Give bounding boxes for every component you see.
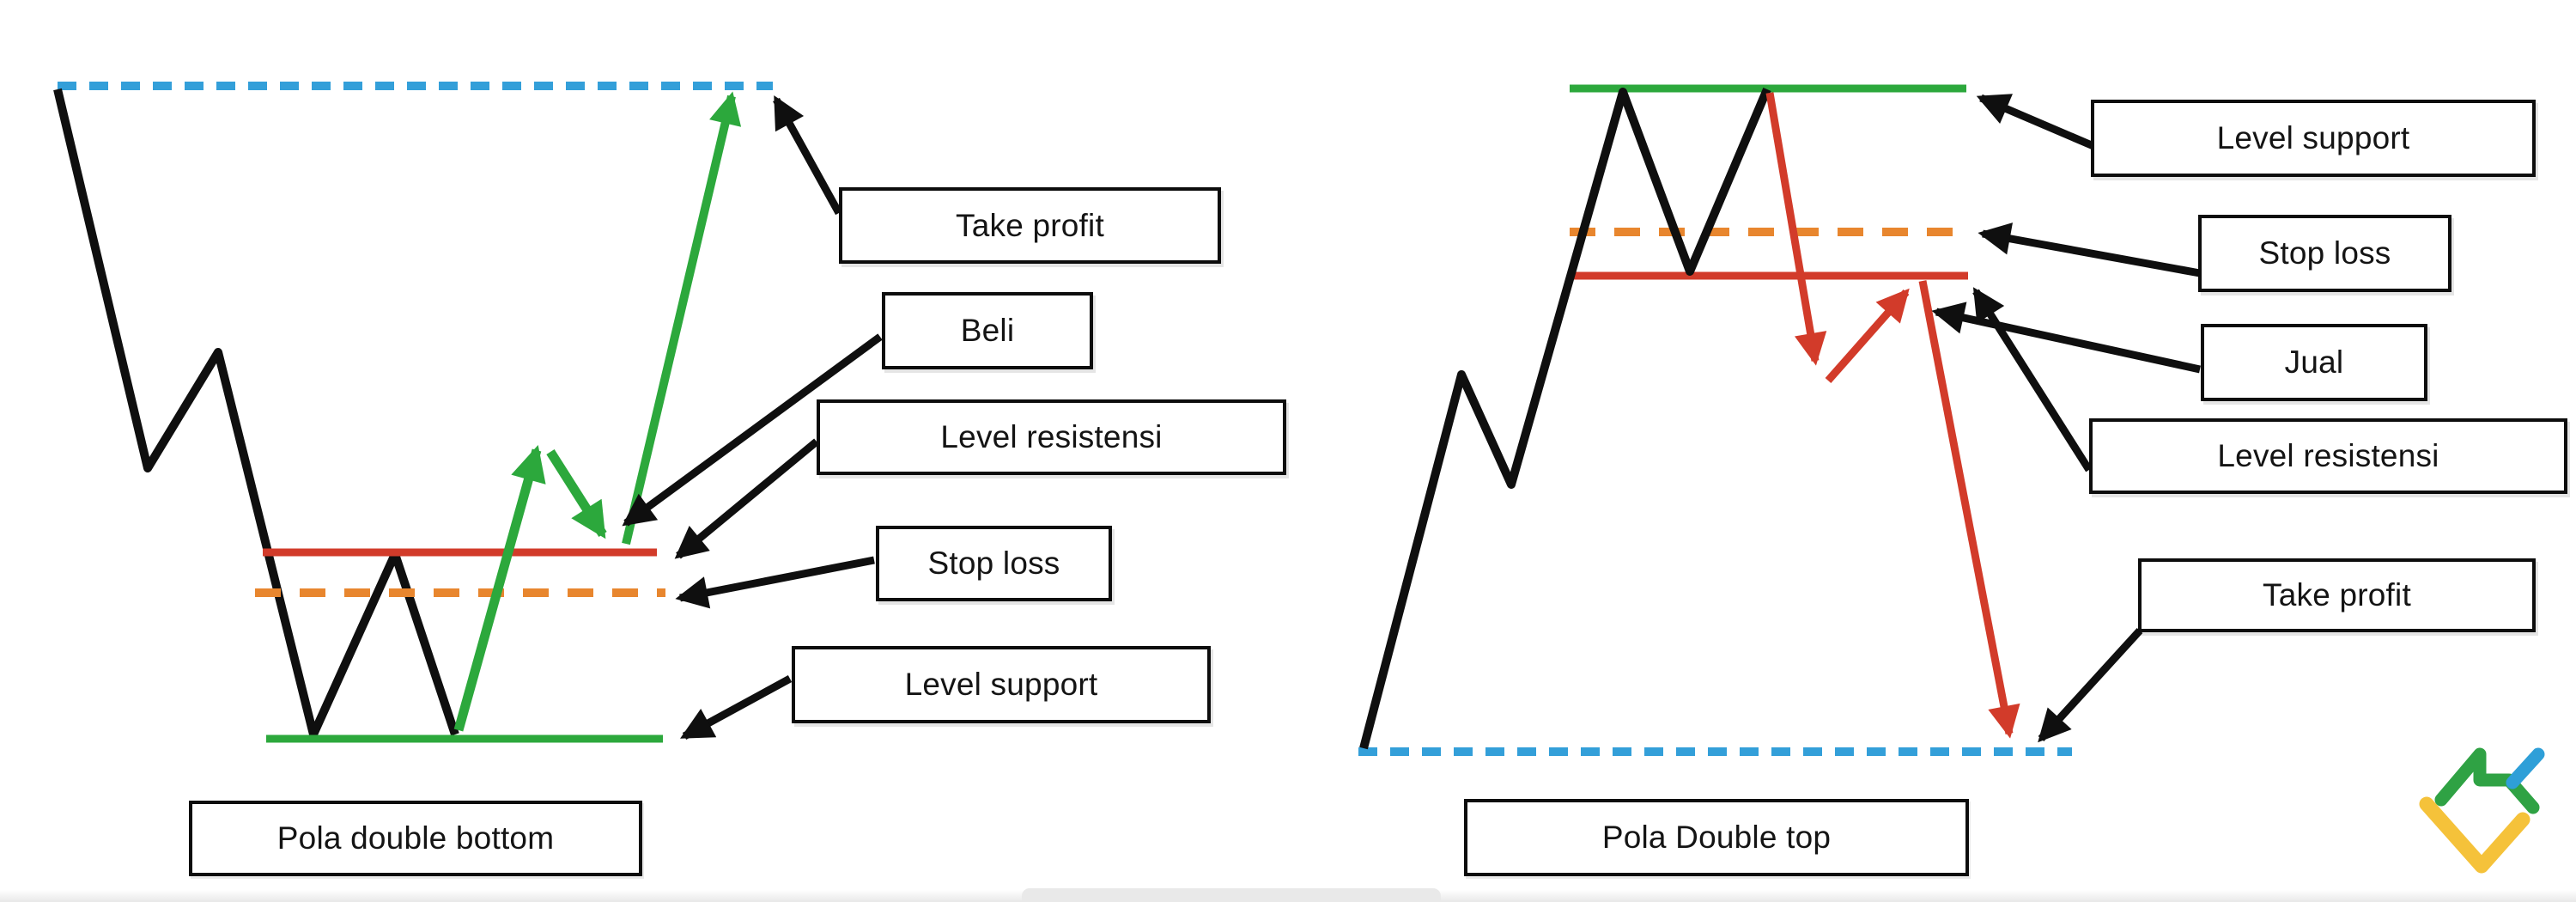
right-jual-label-box: Jual <box>2201 324 2427 401</box>
left-level-resistensi-label-box: Level resistensi <box>817 399 1286 475</box>
logo-green-zigzag <box>2434 747 2540 814</box>
right-support-pointer-arrow <box>1976 94 2095 150</box>
right-take-profit-label-box: Take profit <box>2138 558 2536 632</box>
left-take-profit-label-box: Take profit <box>839 187 1221 264</box>
left-beli-pointer-arrow <box>622 333 883 527</box>
left-rally-to-target-arrow <box>622 91 742 545</box>
right-price-path <box>1359 88 1771 750</box>
right-stop-loss-pointer-arrow <box>1978 222 2201 277</box>
left-level-support-label-box: Level support <box>792 646 1211 723</box>
right-retest-up-arrow <box>1825 288 1910 383</box>
left-retest-down-arrow <box>546 449 607 539</box>
right-stop-loss-label-box: Stop loss <box>2198 215 2451 292</box>
right-diagram-title: Pola Double top <box>1464 799 1969 876</box>
left-stop-loss-pointer-arrow <box>675 556 875 609</box>
left-diagram-title: Pola double bottom <box>189 801 642 876</box>
right-drop-to-target-arrow <box>1918 280 2020 739</box>
left-stop-loss-label-box: Stop loss <box>876 526 1112 601</box>
right-take-profit-pointer-arrow <box>2038 627 2143 743</box>
right-level-resistensi-label-box: Level resistensi <box>2089 418 2567 494</box>
right-resistensi-pointer-arrow <box>1972 287 2093 472</box>
left-breakout-up-arrow <box>453 444 546 732</box>
left-price-path <box>53 88 459 739</box>
right-level-support-label-box: Level support <box>2091 100 2536 177</box>
right-breakdown-arrow <box>1765 92 1827 366</box>
left-take-profit-pointer-arrow <box>773 95 842 216</box>
logo-yellow-check <box>2419 796 2530 874</box>
bottom-gray-bar <box>1022 888 1441 902</box>
liteforex-logo <box>2419 747 2545 874</box>
logo-blue-stroke <box>2506 747 2545 789</box>
left-beli-label-box: Beli <box>882 292 1093 369</box>
right-jual-pointer-arrow <box>1931 302 2201 374</box>
left-support-pointer-arrow <box>680 675 793 740</box>
left-resistensi-pointer-arrow <box>674 438 819 559</box>
